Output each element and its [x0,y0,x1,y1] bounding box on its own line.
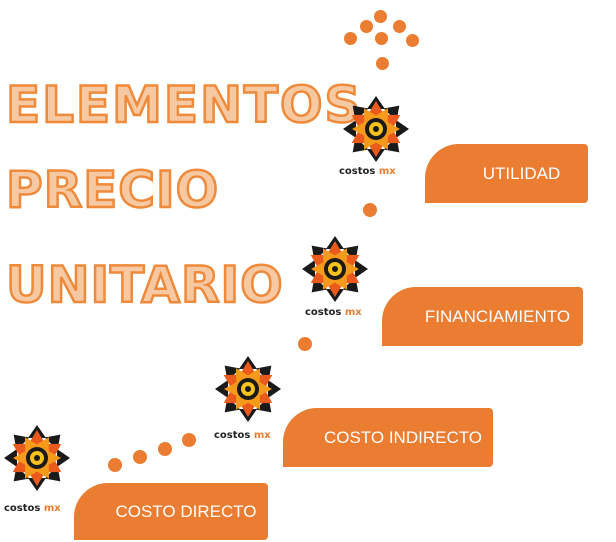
brand-label: costos mx [339,166,396,177]
starburst-logo-icon [215,356,281,422]
dot [298,337,312,351]
dot [360,20,373,33]
dot [344,32,357,45]
brand-suffix: mx [378,166,396,177]
brand-name: costos [339,166,376,177]
dot [133,450,147,464]
dot [158,442,172,456]
step-label-bar: FINANCIAMIENTO [382,287,583,346]
step-label-bar: COSTO DIRECTO [74,483,268,540]
dot [375,32,388,45]
brand-suffix: mx [43,503,61,514]
dot [363,203,377,217]
starburst-logo-icon [343,96,409,162]
starburst-logo-icon [302,236,368,302]
dot [376,57,389,70]
brand-suffix: mx [253,430,271,441]
brand-label: costos mx [305,307,362,318]
dot [108,458,122,472]
title-line-3: UNITARIO [5,256,284,314]
dot [393,20,406,33]
step-label: UTILIDAD [482,163,561,183]
brand-suffix: mx [344,307,362,318]
title-line-1: ELEMENTOS [5,76,363,134]
step-label: COSTO DIRECTO [115,501,257,521]
brand-name: costos [4,503,41,514]
step-label: COSTO INDIRECTO [323,427,483,447]
brand-label: costos mx [4,503,61,514]
step-label-bar: COSTO INDIRECTO [283,408,493,467]
dot [374,10,387,23]
brand-name: costos [305,307,342,318]
step-label: FINANCIAMIENTO [424,306,571,326]
step-label-bar: UTILIDAD [425,144,588,203]
dot [182,433,196,447]
dot [406,34,419,47]
starburst-logo-icon [4,425,70,491]
brand-name: costos [214,430,251,441]
brand-label: costos mx [214,430,271,441]
title-line-2: PRECIO [5,161,220,219]
